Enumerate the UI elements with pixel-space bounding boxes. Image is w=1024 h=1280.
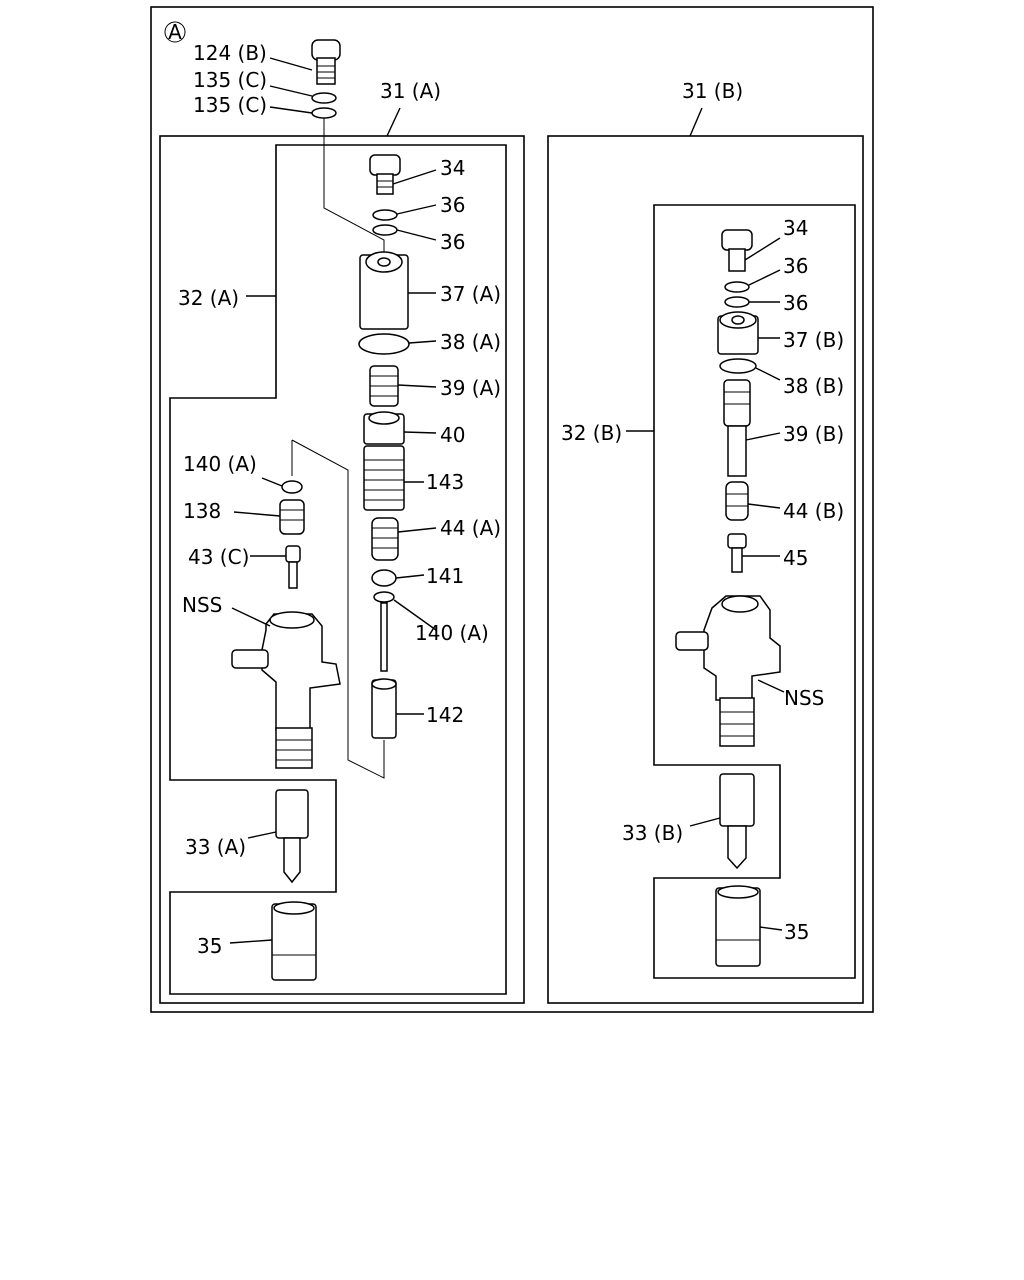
label-138: 138 (183, 499, 221, 523)
cap-nut-35a (271, 901, 317, 981)
label-36b-2: 36 (783, 291, 808, 315)
label-124b: 124 (B) (193, 41, 267, 65)
label-38b: 38 (B) (783, 374, 844, 398)
outer-frame (150, 6, 874, 1013)
label-33a: 33 (A) (185, 835, 246, 859)
label-nss-right: NSS (784, 686, 824, 710)
label-36b-1: 36 (783, 254, 808, 278)
group-31a-frame (159, 135, 525, 1004)
seat-141 (371, 569, 397, 587)
nut-40 (363, 411, 405, 445)
label-31b: 31 (B) (682, 79, 743, 103)
label-38a: 38 (A) (440, 330, 501, 354)
oring-38b (719, 358, 757, 374)
washer-135c-2 (311, 107, 337, 119)
bolt-34b (721, 229, 753, 272)
nozzle-holder-nss-left (231, 611, 341, 769)
label-40: 40 (440, 423, 465, 447)
cap-nut-35b (715, 885, 761, 967)
nut-37b (717, 311, 759, 355)
washer-140a-right (373, 591, 395, 603)
nozzle-holder-nss-right (675, 595, 781, 747)
label-33b: 33 (B) (622, 821, 683, 845)
spring-138 (279, 499, 305, 535)
view-marker: A (164, 20, 186, 44)
spacer-143 (363, 445, 405, 511)
label-37a: 37 (A) (440, 282, 501, 306)
washer-135c-1 (311, 92, 337, 104)
label-32a: 32 (A) (178, 286, 239, 310)
group-31b-frame (547, 135, 864, 1004)
washer-36a-2 (372, 224, 398, 236)
pin-43c (285, 545, 301, 589)
label-135c-2: 135 (C) (193, 93, 267, 117)
spring-39a (369, 365, 399, 407)
label-36a-1: 36 (440, 193, 465, 217)
label-45: 45 (783, 546, 808, 570)
label-31a: 31 (A) (380, 79, 441, 103)
label-39a: 39 (A) (440, 376, 501, 400)
spring-44a (371, 517, 399, 561)
nut-37a (359, 251, 409, 330)
label-37b: 37 (B) (783, 328, 844, 352)
label-36a-2: 36 (440, 230, 465, 254)
pin-45 (727, 533, 747, 573)
label-34a: 34 (440, 156, 465, 180)
bolt-34a (369, 154, 401, 195)
label-142: 142 (426, 703, 464, 727)
label-32b: 32 (B) (561, 421, 622, 445)
washer-36b-2 (724, 296, 750, 308)
label-43c: 43 (C) (188, 545, 249, 569)
push-rod (380, 602, 388, 672)
view-marker-letter: A (168, 20, 182, 44)
oring-38a (358, 333, 410, 355)
washer-140a-left (281, 480, 303, 494)
spacer-142 (371, 678, 397, 739)
label-44b: 44 (B) (783, 499, 844, 523)
label-44a: 44 (A) (440, 516, 501, 540)
washer-36a-1 (372, 209, 398, 221)
label-140a-left: 140 (A) (183, 452, 257, 476)
label-140a-right: 140 (A) (415, 621, 489, 645)
spring-44b (725, 481, 749, 521)
label-141: 141 (426, 564, 464, 588)
spring-seat-39b (723, 379, 751, 477)
washer-36b-1 (724, 281, 750, 293)
group-32b-frame (653, 204, 856, 979)
banjo-bolt-124b (311, 39, 341, 85)
label-143: 143 (426, 470, 464, 494)
label-35b: 35 (784, 920, 809, 944)
label-34b: 34 (783, 216, 808, 240)
group-32a-frame (169, 144, 507, 995)
nozzle-33a (275, 789, 309, 884)
label-nss-left: NSS (182, 593, 222, 617)
nozzle-33b (719, 773, 755, 870)
label-135c-1: 135 (C) (193, 68, 267, 92)
label-35a: 35 (197, 934, 222, 958)
label-39b: 39 (B) (783, 422, 844, 446)
